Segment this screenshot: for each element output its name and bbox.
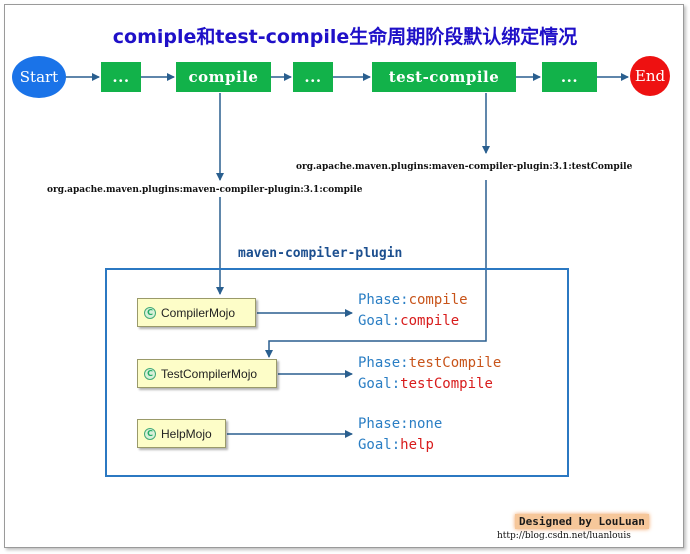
mojo-name: TestCompilerMojo	[161, 366, 258, 381]
goal-value: compile	[400, 313, 460, 329]
compiler-mojo-phase: Phase:compile	[358, 292, 468, 308]
compiler-mojo-class: C CompilerMojo	[137, 298, 256, 327]
test-compiler-mojo-phase: Phase:testCompile	[358, 355, 501, 371]
goal-key: Goal:	[358, 376, 401, 392]
class-icon: C	[144, 367, 156, 380]
help-mojo-goal: Goal:help	[358, 437, 434, 453]
start-node: Start	[12, 56, 66, 98]
diagram-title: comiple和test-compile生命周期阶段默认绑定情况	[112, 26, 578, 48]
phase-value: none	[408, 416, 443, 432]
goal-key: Goal:	[358, 313, 401, 329]
test-compile-phase: test-compile	[372, 62, 516, 92]
arrow-binding-to-testcompilermojo	[265, 180, 487, 358]
plugin-container	[105, 268, 569, 477]
test-compiler-mojo-class: C TestCompilerMojo	[137, 359, 277, 388]
compile-phase: compile	[176, 62, 271, 92]
ellipsis-phase-2: ...	[293, 62, 333, 92]
designed-by-badge: Designed by LouLuan	[515, 514, 649, 529]
phase-key: Phase:	[358, 292, 409, 308]
help-mojo-class: C HelpMojo	[137, 419, 226, 448]
mojo-name: HelpMojo	[161, 426, 212, 441]
test-compiler-mojo-goal: Goal:testCompile	[358, 376, 493, 392]
phase-value: testCompile	[408, 355, 502, 371]
goal-key: Goal:	[358, 437, 401, 453]
plugin-name: maven-compiler-plugin	[238, 246, 403, 261]
ellipsis-phase-3: ...	[542, 62, 597, 92]
mojo-name: CompilerMojo	[161, 305, 236, 320]
compile-binding-label: org.apache.maven.plugins:maven-compiler-…	[47, 185, 363, 195]
phase-key: Phase:	[358, 355, 409, 371]
compiler-mojo-goal: Goal:compile	[358, 313, 459, 329]
class-icon: C	[144, 306, 156, 319]
ellipsis-phase-1: ...	[101, 62, 141, 92]
help-mojo-phase: Phase:none	[358, 416, 442, 432]
blog-url: http://blog.csdn.net/luanlouis	[497, 531, 631, 541]
class-icon: C	[144, 427, 156, 440]
goal-value: testCompile	[400, 376, 493, 392]
phase-value: compile	[408, 292, 468, 308]
goal-value: help	[400, 437, 434, 453]
phase-key: Phase:	[358, 416, 409, 432]
test-compile-binding-label: org.apache.maven.plugins:maven-compiler-…	[296, 162, 633, 172]
end-node: End	[630, 56, 670, 96]
diagram-frame	[4, 4, 684, 548]
